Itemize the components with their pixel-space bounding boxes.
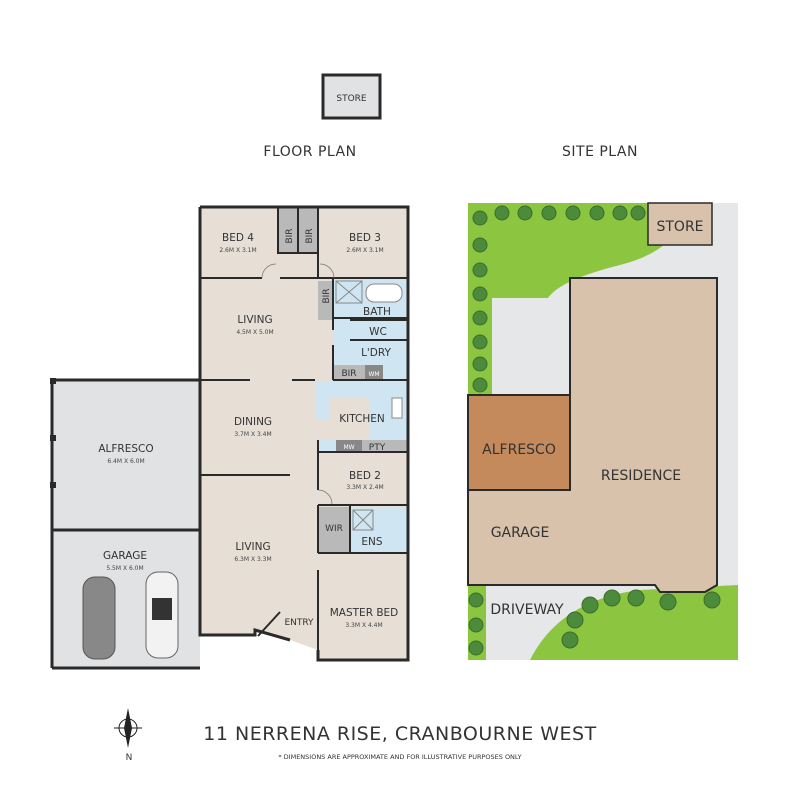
site-store — [647, 202, 713, 246]
room-bed3-dims: 2.6M X 3.1M — [346, 247, 383, 254]
room-dining-label: DINING — [234, 416, 272, 428]
room-bed3-label: BED 3 — [349, 232, 381, 244]
room-alfresco-dims: 6.4M X 6.0M — [107, 458, 144, 465]
room-bed4-label: BED 4 — [222, 232, 254, 244]
room-bath-label: BATH — [363, 306, 391, 318]
floor-plan-heading: FLOOR PLAN — [263, 144, 356, 160]
lawn-south — [530, 585, 738, 660]
room-bed2-label: BED 2 — [349, 470, 381, 482]
room-kitchen-label: KITCHEN — [339, 413, 385, 425]
room-living2-label: LIVING — [235, 541, 270, 553]
room-ens-label: ENS — [361, 536, 382, 548]
room-master-label: MASTER BED — [330, 607, 399, 619]
room-laundry-label: L'DRY — [361, 347, 391, 359]
disclaimer: * DIMENSIONS ARE APPROXIMATE AND FOR ILL… — [278, 753, 521, 761]
room-bir1-label: BIR — [285, 228, 295, 243]
room-bir3-label: BIR — [322, 288, 332, 303]
kitchen-bench — [315, 382, 408, 440]
site-plan-heading: SITE PLAN — [562, 144, 638, 160]
room-garage-dims: 5.5M X 6.0M — [106, 565, 143, 572]
room-living1-label: LIVING — [237, 314, 272, 326]
room-alfresco-label: ALFRESCO — [98, 443, 153, 455]
room-bed2-dims: 3.3M X 2.4M — [346, 484, 383, 491]
alfresco-area — [52, 380, 200, 530]
room-master-dims: 3.3M X 4.4M — [345, 622, 382, 629]
room-wir-label: WIR — [325, 524, 343, 534]
compass-icon: N — [114, 708, 142, 763]
store-label: STORE — [336, 94, 367, 104]
compass-north-label: N — [126, 753, 133, 763]
site-driveway-label: DRIVEWAY — [490, 602, 564, 618]
room-wm-label: WM — [368, 371, 379, 378]
site-plan: STORE ALFRESCO RESIDENCE GARAGE DRIVEWAY — [467, 202, 738, 660]
site-garage-label: GARAGE — [491, 525, 550, 541]
room-living1-dims: 4.5M X 5.0M — [236, 329, 273, 336]
room-mw-label: MW — [343, 444, 354, 451]
property-address: 11 NERRENA RISE, CRANBOURNE WEST — [203, 723, 596, 745]
lawn-north — [468, 203, 690, 395]
tree-icons — [468, 205, 721, 656]
room-bed4-dims: 2.6M X 3.1M — [219, 247, 256, 254]
room-entry-label: ENTRY — [284, 618, 314, 628]
room-pty-label: PTY — [369, 443, 386, 453]
room-garage-label: GARAGE — [103, 550, 147, 562]
room-wc-label: WC — [369, 326, 387, 338]
site-store-label: STORE — [656, 219, 703, 235]
site-alfresco — [467, 394, 571, 491]
site-residence-label: RESIDENCE — [601, 468, 681, 484]
room-dining-dims: 3.7M X 3.4M — [234, 431, 271, 438]
store-box: STORE — [321, 73, 382, 120]
room-bir4-label: BIR — [341, 369, 356, 379]
room-bir2-label: BIR — [305, 228, 315, 243]
site-alfresco-label: ALFRESCO — [482, 442, 556, 458]
room-living2-dims: 6.3M X 3.3M — [234, 556, 271, 563]
car-icon — [82, 576, 116, 660]
floor-plan: BED 4 2.6M X 3.1M BED 3 2.6M X 3.1M BIR … — [50, 205, 410, 670]
